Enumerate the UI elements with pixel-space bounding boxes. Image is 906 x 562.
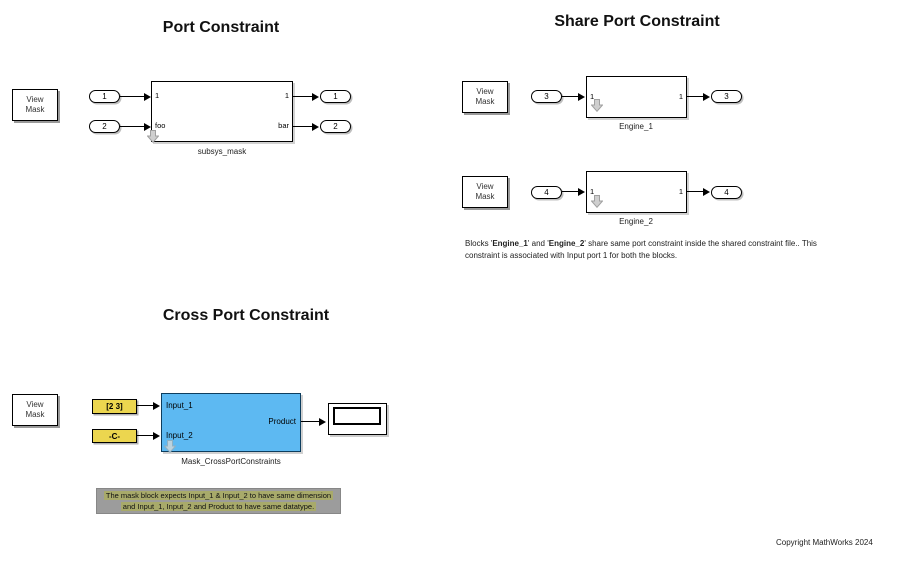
signal-wire[interactable] — [120, 126, 145, 127]
note-line: and Input_1, Input_2 and Product to have… — [120, 502, 317, 511]
share-port-constraint-title: Share Port Constraint — [554, 13, 720, 30]
constant-block-c[interactable]: -C- — [92, 429, 137, 443]
signal-wire[interactable] — [562, 96, 579, 97]
block-port-label: 1 — [590, 92, 595, 101]
block-port-label: 1 — [284, 91, 289, 100]
constant-block-vector[interactable]: [2 3] — [92, 399, 137, 414]
wire-arrowhead[interactable] — [578, 93, 585, 101]
subsystem-block-mask-crossportconstraints[interactable]: Input_1 Input_2 Product — [161, 393, 301, 452]
block-port-label: Product — [268, 417, 296, 426]
share-constraint-note: Blocks 'Engine_1' and 'Engine_2' share s… — [465, 239, 817, 260]
view-mask-button-cross[interactable]: View Mask — [12, 394, 58, 426]
subsystem-block-engine-1[interactable]: 1 1 — [586, 76, 687, 118]
subsystem-block-subsys-mask[interactable]: 1 foo 1 bar — [151, 81, 293, 142]
inport-4[interactable]: 4 — [531, 186, 562, 199]
inport-2[interactable]: 2 — [89, 120, 120, 133]
display-block[interactable] — [328, 403, 387, 435]
inport-3[interactable]: 3 — [531, 90, 562, 103]
wire-arrowhead[interactable] — [319, 418, 326, 426]
signal-wire[interactable] — [293, 96, 314, 97]
outport-4[interactable]: 4 — [711, 186, 742, 199]
wire-arrowhead[interactable] — [153, 402, 160, 410]
outport-2[interactable]: 2 — [320, 120, 351, 133]
inport-1[interactable]: 1 — [89, 90, 120, 103]
view-mask-button-port[interactable]: View Mask — [12, 89, 58, 121]
signal-wire[interactable] — [562, 191, 579, 192]
display-block-readout — [333, 407, 381, 425]
block-name-subsys-mask: subsys_mask — [197, 147, 247, 156]
outport-3[interactable]: 3 — [711, 90, 742, 103]
block-port-label: 1 — [155, 91, 160, 100]
block-name-engine-1: Engine_1 — [619, 122, 653, 131]
signal-wire[interactable] — [687, 191, 704, 192]
block-port-label: bar — [278, 121, 289, 130]
wire-arrowhead[interactable] — [578, 188, 585, 196]
cross-constraint-note: The mask block expects Input_1 & Input_2… — [96, 488, 341, 514]
wire-arrowhead[interactable] — [144, 123, 151, 131]
signal-wire[interactable] — [301, 421, 320, 422]
block-name-mask-crossportconstraints: Mask_CrossPortConstraints — [181, 457, 281, 466]
mask-badge-down-arrow-icon[interactable] — [164, 440, 176, 453]
wire-arrowhead[interactable] — [312, 93, 319, 101]
signal-wire[interactable] — [137, 405, 154, 406]
block-port-label: Input_1 — [166, 401, 193, 410]
signal-wire[interactable] — [293, 126, 314, 127]
block-port-label: Input_2 — [166, 431, 193, 440]
wire-arrowhead[interactable] — [312, 123, 319, 131]
cross-port-constraint-title: Cross Port Constraint — [162, 307, 330, 324]
wire-arrowhead[interactable] — [703, 188, 710, 196]
view-mask-button-engine2[interactable]: View Mask — [462, 176, 508, 208]
block-port-label: foo — [155, 121, 166, 130]
mask-badge-down-arrow-icon[interactable] — [147, 130, 159, 143]
outport-1[interactable]: 1 — [320, 90, 351, 103]
block-name-engine-2: Engine_2 — [619, 217, 653, 226]
signal-wire[interactable] — [120, 96, 145, 97]
mask-badge-down-arrow-icon[interactable] — [591, 99, 603, 112]
block-port-label: 1 — [678, 92, 683, 101]
signal-wire[interactable] — [137, 435, 154, 436]
wire-arrowhead[interactable] — [153, 432, 160, 440]
block-port-label: 1 — [590, 187, 595, 196]
signal-wire[interactable] — [687, 96, 704, 97]
note-line: The mask block expects Input_1 & Input_2… — [103, 491, 334, 500]
mask-badge-down-arrow-icon[interactable] — [591, 195, 603, 208]
wire-arrowhead[interactable] — [144, 93, 151, 101]
block-port-label: 1 — [678, 187, 683, 196]
port-constraint-title: Port Constraint — [162, 19, 280, 36]
copyright-text: Copyright MathWorks 2024 — [776, 538, 873, 547]
view-mask-button-engine1[interactable]: View Mask — [462, 81, 508, 113]
wire-arrowhead[interactable] — [703, 93, 710, 101]
subsystem-block-engine-2[interactable]: 1 1 — [586, 171, 687, 213]
